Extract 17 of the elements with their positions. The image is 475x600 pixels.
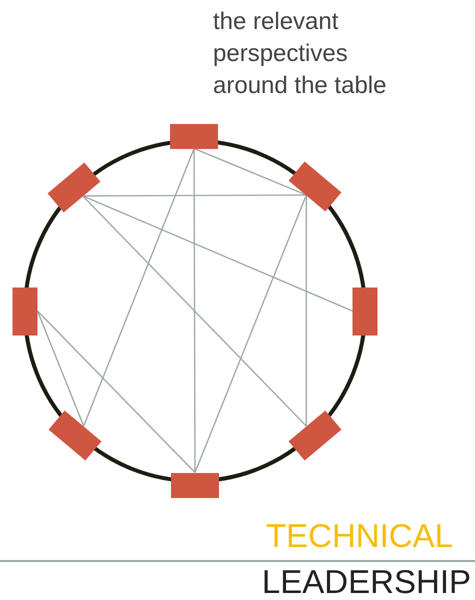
seat-block — [171, 472, 219, 498]
connector-line — [36, 310, 84, 426]
seat-block — [170, 124, 218, 148]
heading-text: LEADERSHIP — [262, 563, 471, 600]
connector-line — [37, 310, 196, 473]
connector-line — [82, 194, 306, 197]
connector-line — [82, 195, 353, 312]
connector-line — [193, 148, 196, 472]
heading-text: the relevant perspectives around the table — [213, 7, 388, 101]
connector-line — [82, 196, 307, 426]
connector-line — [306, 195, 307, 426]
connector-line — [83, 148, 195, 426]
seat-block — [352, 287, 378, 335]
seat-block — [12, 287, 38, 335]
connector-line — [194, 148, 307, 196]
heading-text: TECHNICAL — [266, 516, 453, 556]
connector-line — [194, 194, 307, 473]
